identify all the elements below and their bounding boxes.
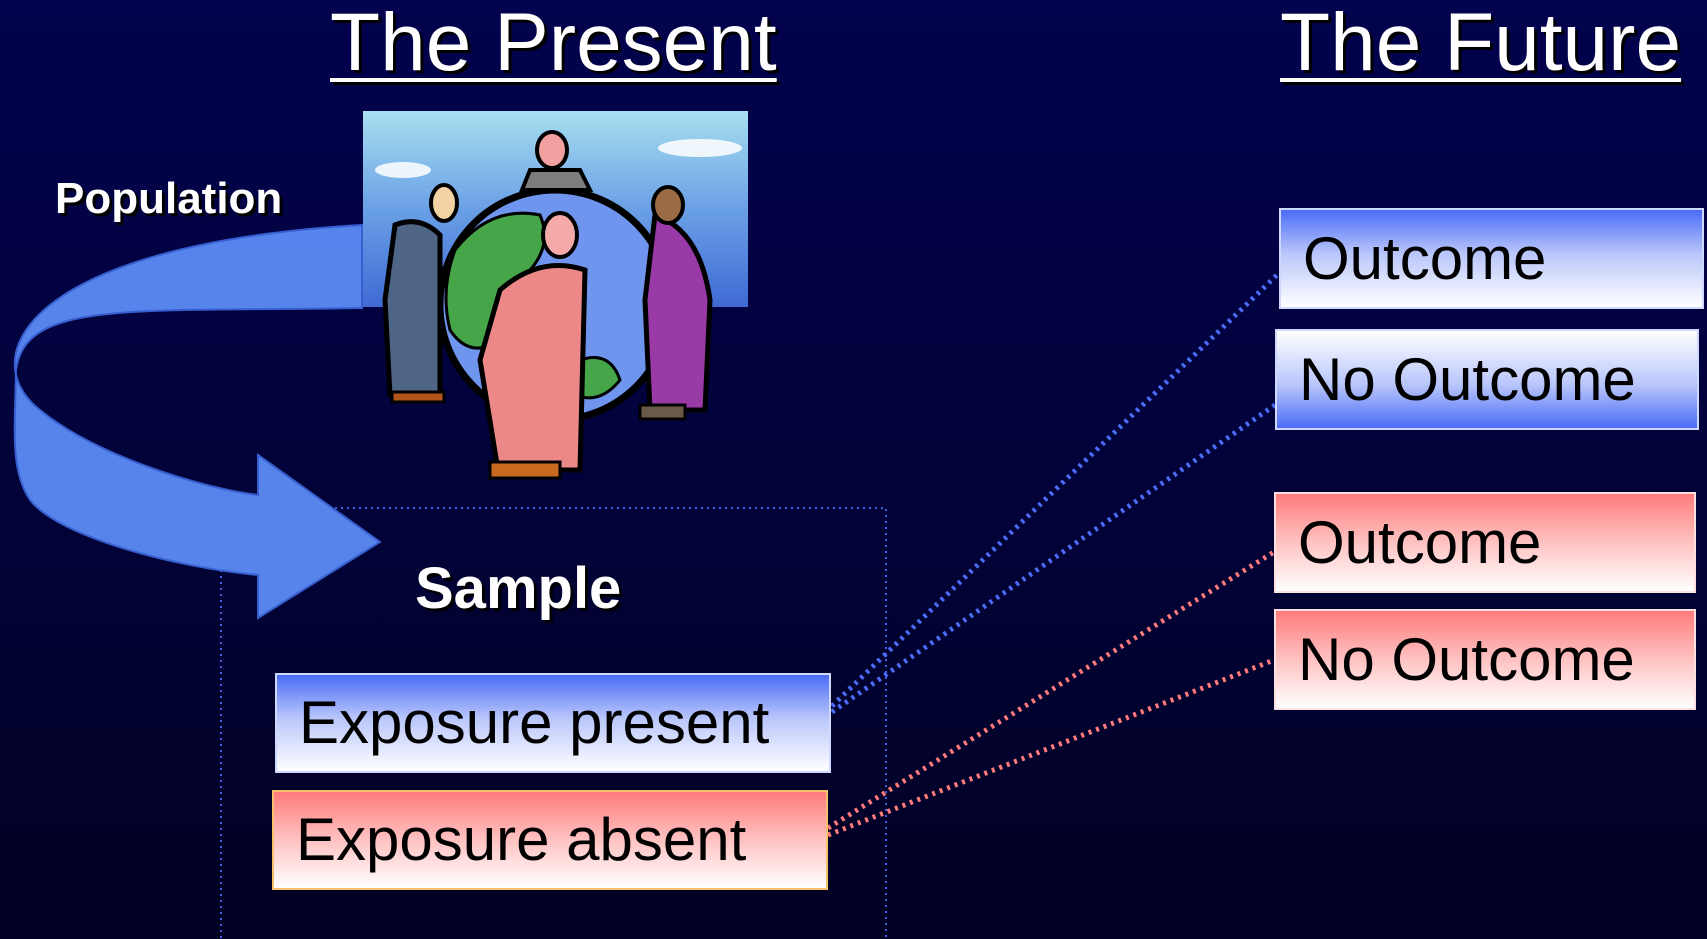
connector-unexposed-no-outcome — [827, 657, 1275, 838]
population-clipart-icon — [363, 111, 748, 480]
present-heading: The Present — [330, 0, 777, 88]
unexposed-outcome-label: Outcome — [1298, 508, 1542, 576]
unexposed-outcome-box: Outcome — [1274, 492, 1696, 593]
exposed-no-outcome-box: No Outcome — [1275, 329, 1699, 430]
unexposed-no-outcome-label: No Outcome — [1298, 625, 1635, 693]
exposure-absent-label: Exposure absent — [296, 806, 747, 873]
exposure-present-label: Exposure present — [299, 689, 770, 756]
exposure-absent-box: Exposure absent — [272, 790, 828, 890]
connector-exposed-outcome — [830, 271, 1281, 708]
connector-lines — [826, 271, 1281, 838]
future-heading: The Future — [1280, 0, 1682, 88]
connector-unexposed-outcome — [826, 549, 1276, 831]
sample-frame — [220, 507, 887, 939]
exposure-present-box: Exposure present — [275, 673, 831, 773]
exposed-outcome-box: Outcome — [1279, 208, 1704, 309]
unexposed-no-outcome-box: No Outcome — [1274, 609, 1696, 710]
sample-label: Sample — [415, 556, 622, 621]
curved-arrow-icon — [13, 223, 382, 620]
exposed-no-outcome-label: No Outcome — [1299, 345, 1636, 413]
exposed-outcome-label: Outcome — [1303, 224, 1547, 292]
connector-exposed-no-outcome — [830, 402, 1277, 715]
population-label: Population — [55, 174, 283, 223]
